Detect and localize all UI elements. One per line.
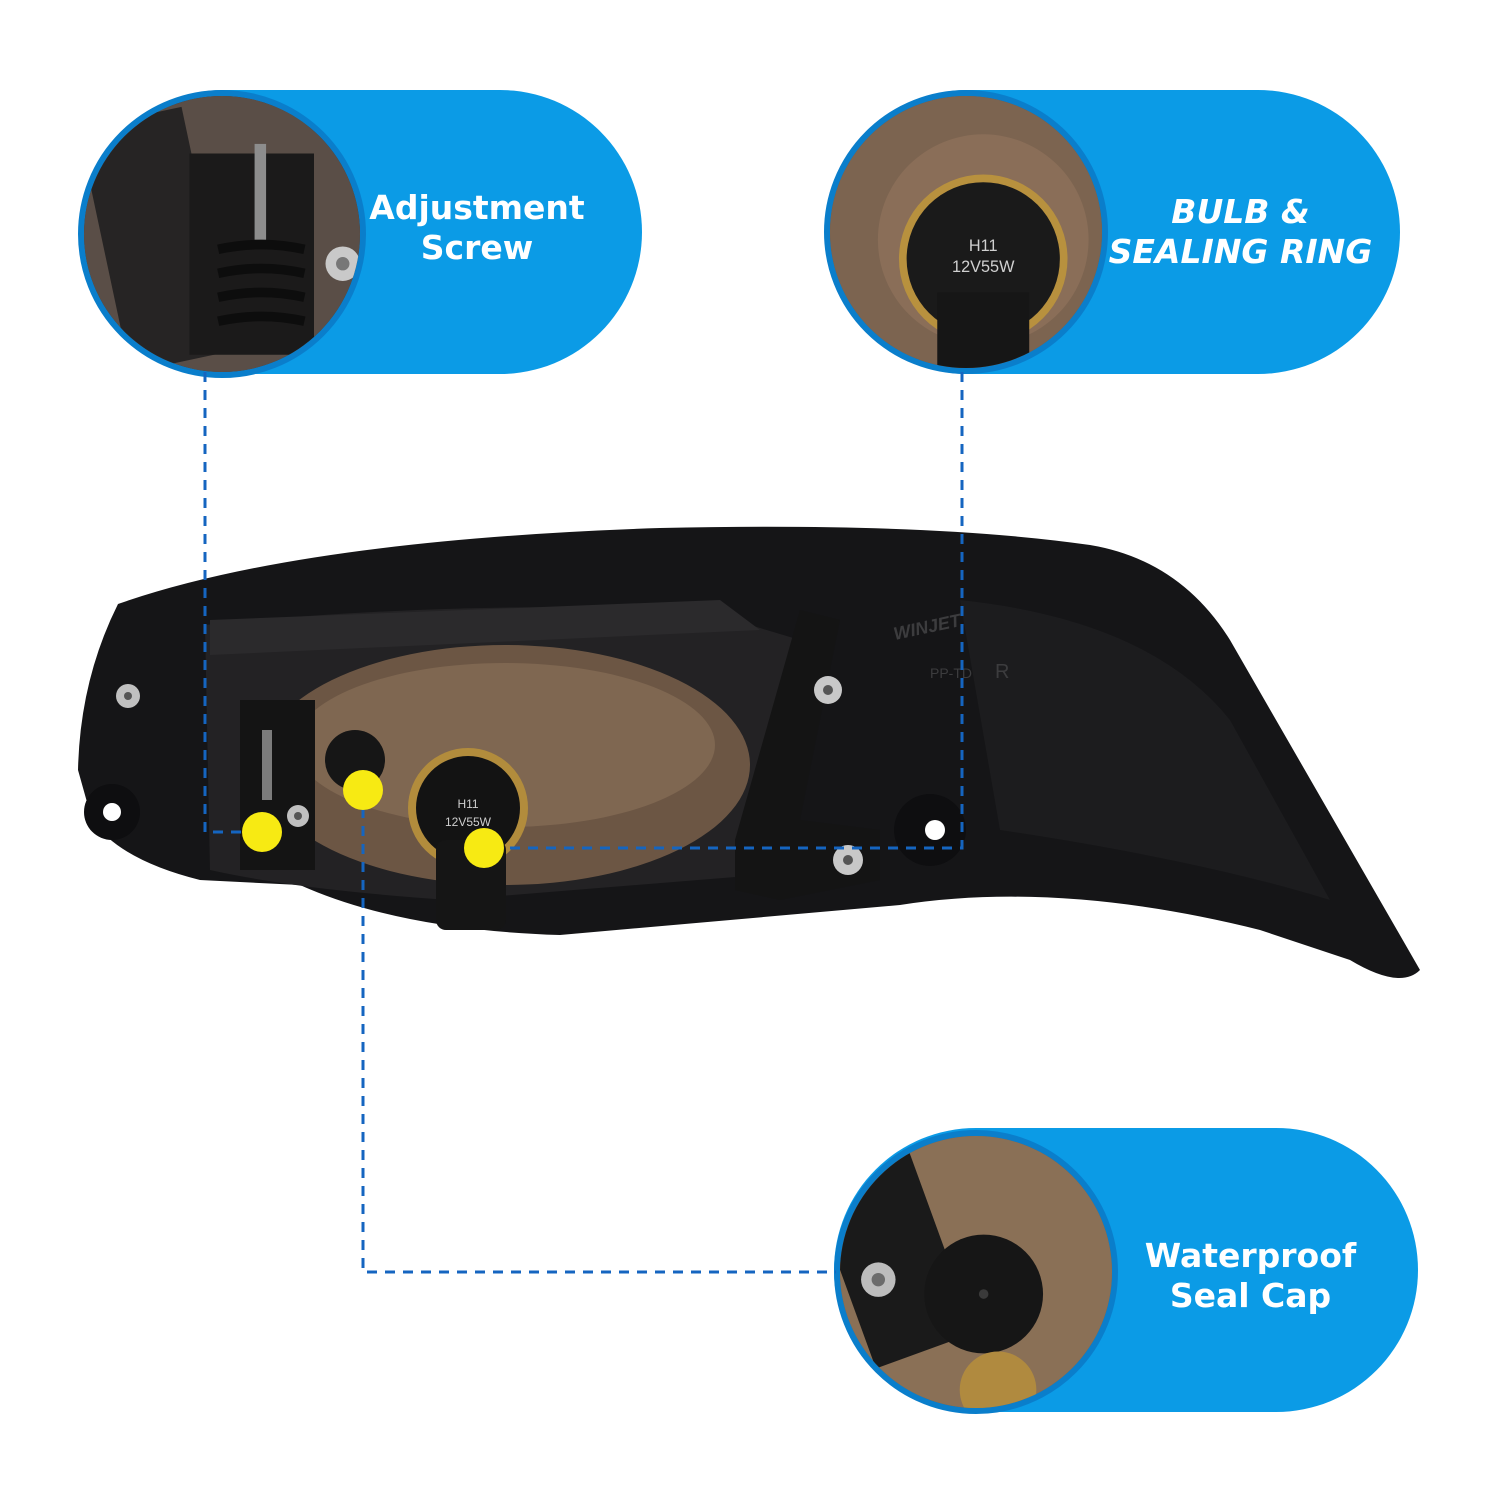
leader-lines <box>203 372 964 1274</box>
fog-lamp-lens-highlight <box>295 663 715 827</box>
callout-bulb-sealing-ring-label: BULB & SEALING RING <box>1108 192 1373 271</box>
side-mark: R <box>995 661 1009 683</box>
callout-markers <box>242 770 504 868</box>
leader-line-adjustment-screw <box>203 372 262 834</box>
callout-adjustment-screw-label: Adjustment Screw <box>369 188 585 267</box>
housing-rear-shell <box>960 600 1330 900</box>
bulb-rating-text: 12V55W <box>445 815 492 829</box>
callout-waterproof-seal-cap-label: Waterproof Seal Cap <box>1144 1236 1357 1315</box>
bulb-closeup-image: H11 12V55W <box>824 90 1108 374</box>
adjustment-screw-thread <box>262 730 272 800</box>
seal-cap-closeup-image <box>834 1130 1118 1414</box>
mounting-screws <box>116 676 863 875</box>
thumb-bulb-rating-text: 12V55W <box>952 258 1015 276</box>
thumb-bulb-type-text: H11 <box>969 237 998 255</box>
material-mark: PP-TD <box>930 665 972 681</box>
leader-line-bulb <box>484 372 964 850</box>
leader-line-seal-cap <box>361 790 836 1274</box>
marker-seal-cap <box>343 770 383 810</box>
marker-adjustment-screw <box>242 812 282 852</box>
mount-bracket <box>735 610 880 900</box>
bulb-type-text: H11 <box>457 797 478 811</box>
marker-bulb <box>464 828 504 868</box>
housing-top-rim <box>210 600 760 655</box>
adjustment-screw-closeup-image <box>78 90 366 378</box>
